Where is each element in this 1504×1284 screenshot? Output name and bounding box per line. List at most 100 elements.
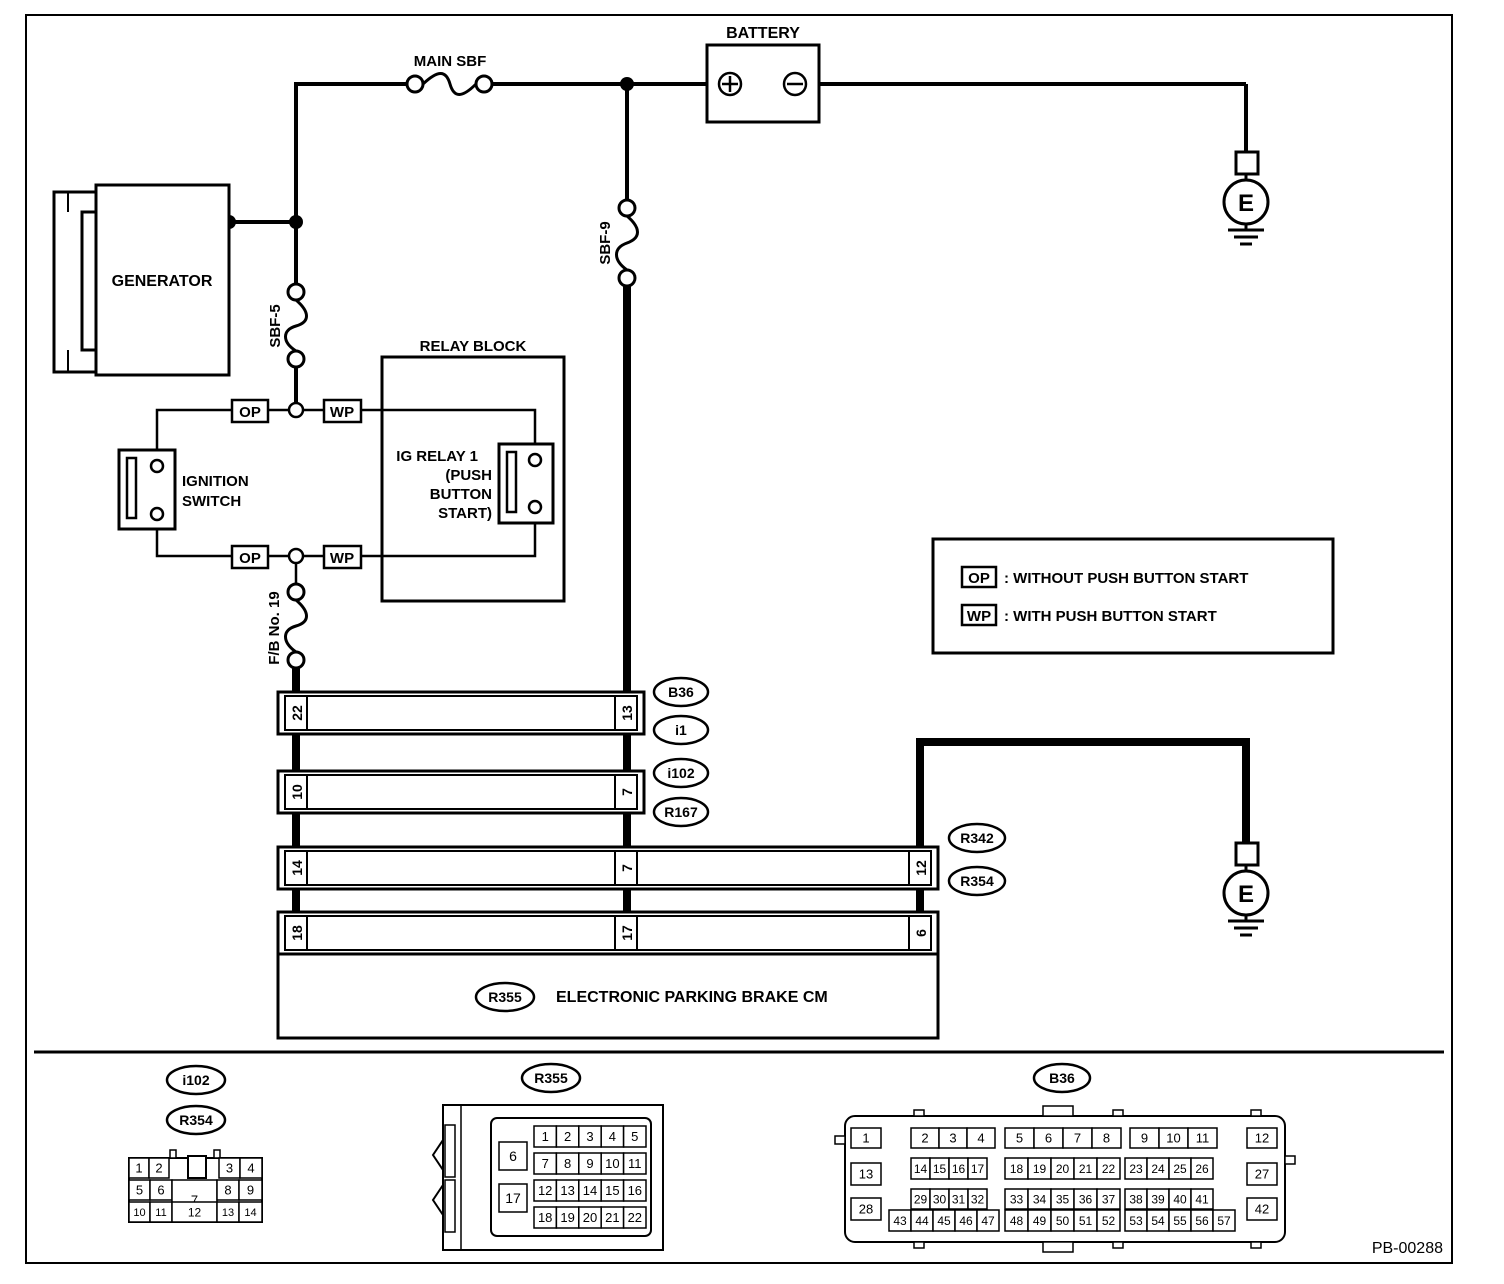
pin-number: 21: [605, 1210, 619, 1225]
pin-number: 5: [136, 1183, 143, 1198]
pin-cell: [976, 1209, 1000, 1232]
svg-text:E: E: [1238, 190, 1254, 217]
pin-number: 43: [893, 1214, 907, 1228]
pin-number: 22: [628, 1210, 642, 1225]
pin-number: 2: [921, 1131, 928, 1146]
pin-number: 20: [583, 1210, 597, 1225]
pin-number: 14: [583, 1183, 597, 1198]
pin-label: 10: [289, 784, 305, 800]
pin-label: 7: [619, 788, 635, 796]
terminal-dot: [287, 401, 305, 419]
svg-text:WP: WP: [330, 550, 354, 567]
svg-text:WP: WP: [967, 608, 991, 625]
pin-number: 15: [933, 1162, 947, 1176]
pin-number: 9: [247, 1183, 254, 1198]
pin-cell: [1246, 1197, 1278, 1221]
pin-number: 16: [952, 1162, 966, 1176]
svg-text:: WITH PUSH BUTTON START: : WITH PUSH BUTTON START: [1004, 608, 1217, 625]
svg-text:IGNITION: IGNITION: [182, 473, 249, 490]
fb19-label: F/B No. 19: [266, 591, 283, 664]
connector-tag: R342: [960, 830, 994, 846]
pin-label: 13: [619, 705, 635, 721]
pin-number: 25: [1173, 1162, 1187, 1176]
pin-number: 36: [1079, 1192, 1093, 1206]
pin-number: 54: [1151, 1214, 1165, 1228]
pin-number: 41: [1195, 1192, 1209, 1206]
pin-number: 47: [981, 1214, 995, 1228]
connector-tag: i1: [675, 722, 687, 738]
pin-number: 11: [628, 1156, 642, 1171]
pin-cell: [1091, 1127, 1122, 1149]
pin-number: 4: [977, 1131, 984, 1146]
connector-tag: R355: [534, 1070, 568, 1086]
relay-block-label: RELAY BLOCK: [420, 338, 527, 355]
connector-i102-r167: 10 7: [276, 769, 646, 815]
pin-cell: [498, 1141, 528, 1171]
sbf5-label: SBF-5: [267, 304, 284, 347]
wp-tag: WP: [322, 398, 363, 424]
pin-label: 6: [913, 929, 929, 937]
ignition-switch: IGNITION SWITCH: [117, 448, 249, 531]
pin-number: 32: [971, 1192, 985, 1206]
pin-cell: [1190, 1157, 1214, 1180]
battery-label: BATTERY: [726, 25, 800, 42]
pin-label: 7: [619, 864, 635, 872]
pin-number: 16: [628, 1183, 642, 1198]
pin-number: 52: [1102, 1214, 1116, 1228]
pin-number: 6: [1045, 1131, 1052, 1146]
connector-tag: R167: [664, 804, 698, 820]
connector-tag: R355: [488, 989, 522, 1005]
pin-number: 4: [247, 1161, 254, 1176]
pin-number: 37: [1102, 1192, 1116, 1206]
pin-cell: [850, 1127, 882, 1149]
pin-number: 7: [191, 1193, 198, 1208]
pin-number: 38: [1129, 1192, 1143, 1206]
pin-number: 9: [586, 1156, 593, 1171]
wp-tag: WP: [322, 544, 363, 570]
pin-cell: [238, 1201, 263, 1223]
sbf5-fuse: SBF-5: [267, 282, 308, 369]
pin-cell: [967, 1188, 988, 1210]
pin-number: 9: [1141, 1131, 1148, 1146]
pin-cell: [622, 1179, 647, 1202]
junction-dot: [289, 215, 303, 229]
pin-label: 22: [289, 705, 305, 721]
connector-tag: i102: [667, 765, 694, 781]
pin-number: 3: [586, 1129, 593, 1144]
pin-cell: [850, 1162, 882, 1186]
pin-number: 14: [244, 1207, 256, 1219]
pin-cell: [1096, 1209, 1121, 1232]
svg-text:OP: OP: [239, 550, 261, 567]
pin-label: 12: [913, 860, 929, 876]
pin-number: 5: [1016, 1131, 1023, 1146]
connector-tag: B36: [1049, 1070, 1075, 1086]
pin-cell: [1246, 1162, 1278, 1186]
connector-r355: 18 17 6: [276, 910, 940, 956]
ground-icon-bottom: E: [1222, 841, 1270, 937]
terminal-dot: [287, 547, 305, 565]
pin-number: 40: [1173, 1192, 1187, 1206]
fb19-fuse: F/B No. 19: [266, 582, 308, 670]
pin-number: 34: [1033, 1192, 1047, 1206]
pin-number: 42: [1255, 1202, 1269, 1217]
pin-number: 56: [1195, 1214, 1209, 1228]
connector-tag: R354: [960, 873, 994, 889]
pin-number: 8: [224, 1183, 231, 1198]
pin-number: 26: [1195, 1162, 1209, 1176]
epb-control-module: R355 ELECTRONIC PARKING BRAKE CM: [276, 952, 940, 1040]
ground-icon-top: E: [1222, 150, 1270, 246]
pin-number: 50: [1056, 1214, 1070, 1228]
pin-number: 8: [1103, 1131, 1110, 1146]
main-sbf-label: MAIN SBF: [414, 53, 487, 70]
pin-number: 1: [862, 1131, 869, 1146]
connector-tags: B36 i1 i102 R167 R342 R354: [652, 676, 1007, 897]
pin-cell: [1096, 1157, 1121, 1180]
pin-number: 7: [542, 1156, 549, 1171]
svg-text:START): START): [438, 505, 492, 522]
pin-number: 1: [542, 1129, 549, 1144]
pin-number: 18: [538, 1210, 552, 1225]
pin-number: 55: [1173, 1214, 1187, 1228]
sbf9-fuse: SBF-9: [597, 198, 639, 288]
